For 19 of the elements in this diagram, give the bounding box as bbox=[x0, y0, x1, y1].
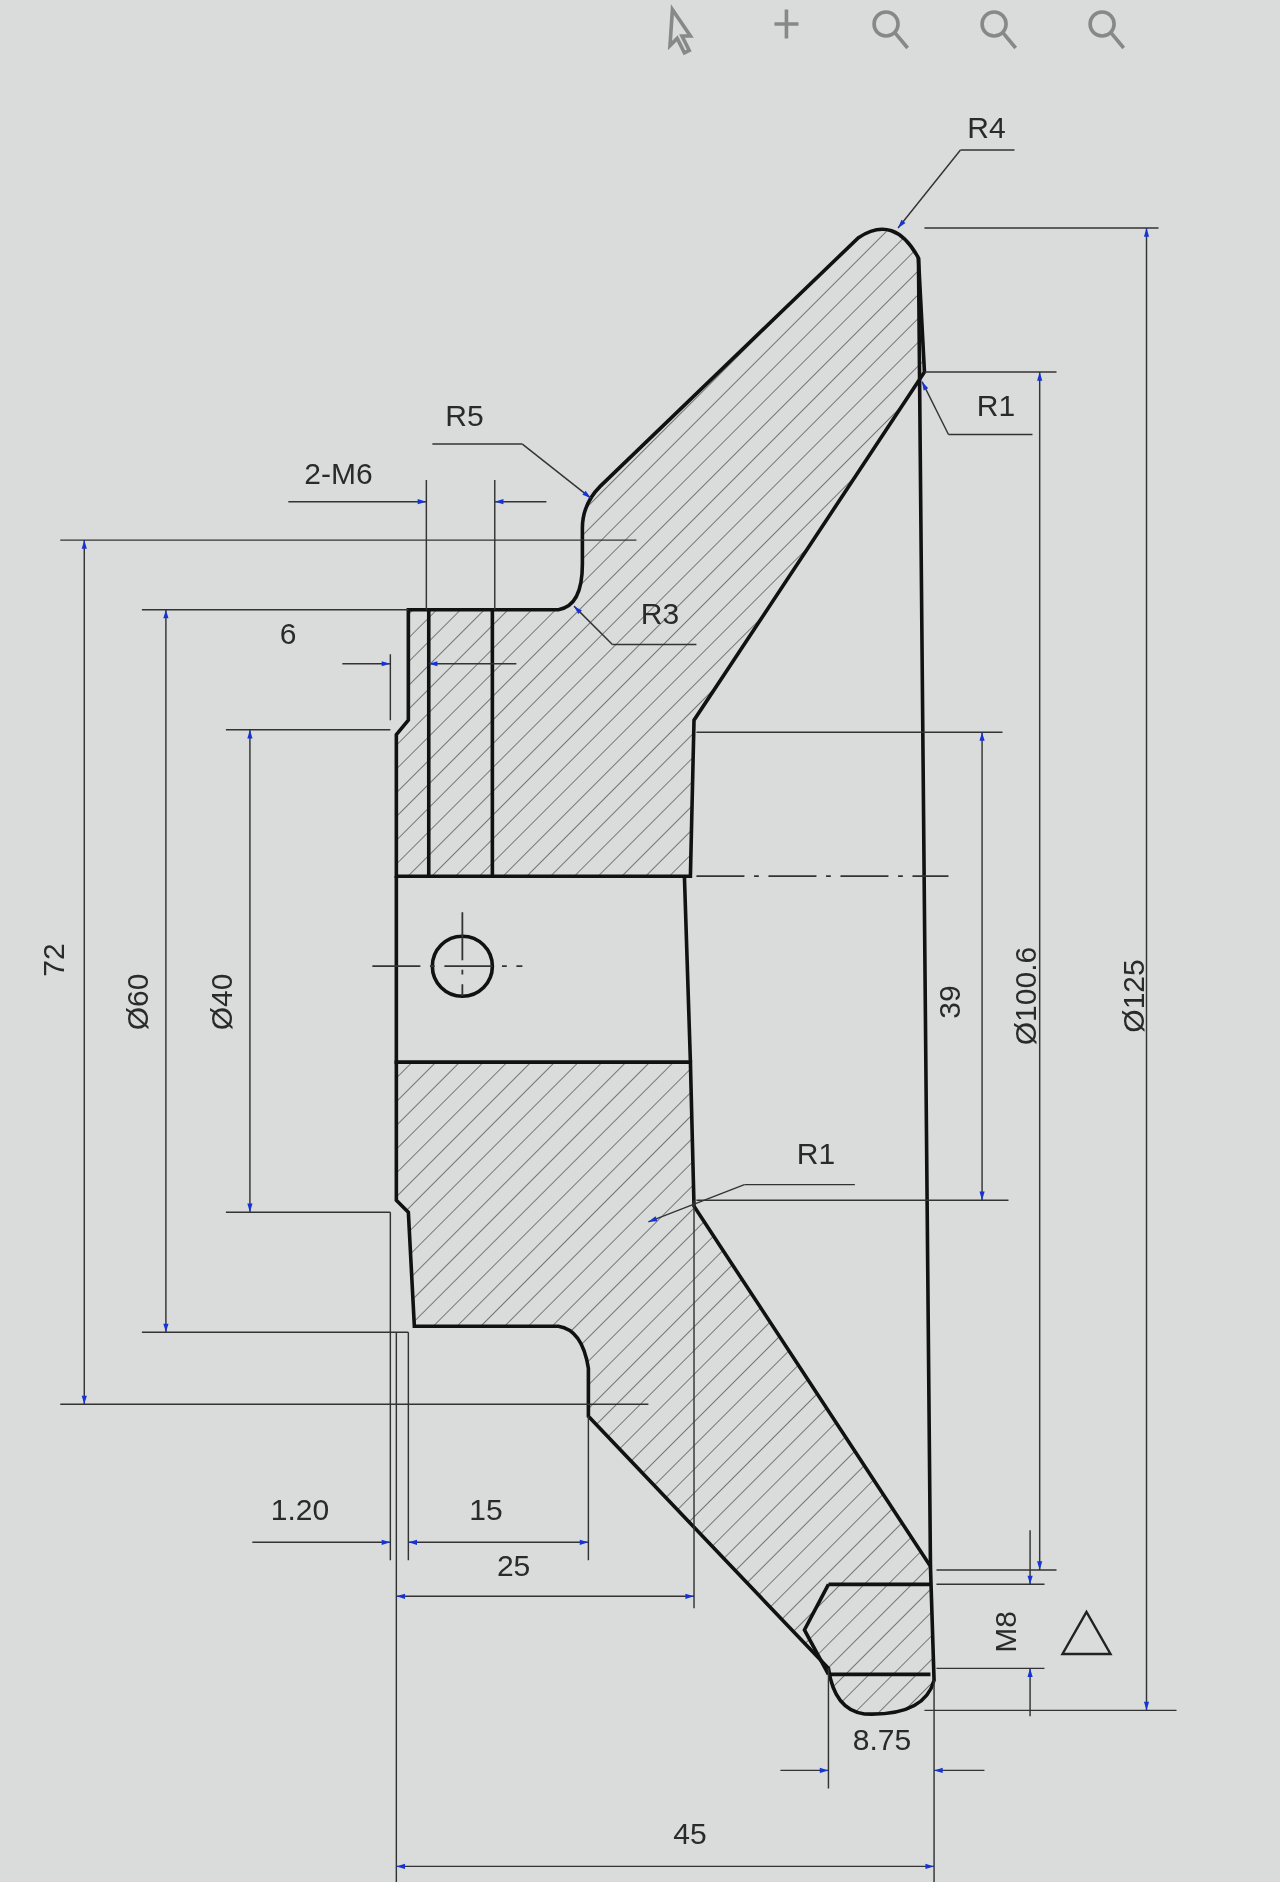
dimension-text: 39 bbox=[935, 985, 966, 1019]
dimension-text: R1 bbox=[976, 390, 1016, 421]
dimension-text: Ø60 bbox=[123, 973, 153, 1031]
dimension-text: R5 bbox=[445, 401, 484, 432]
dimension-text: 45 bbox=[673, 1818, 707, 1849]
dimension-text: 1.20 bbox=[270, 1494, 330, 1525]
dimension-text: R4 bbox=[967, 113, 1006, 144]
dimension-text: 6 bbox=[279, 618, 297, 649]
dimension-text: 25 bbox=[496, 1551, 531, 1581]
dimension-text: R3 bbox=[640, 599, 680, 630]
dimension-text: 2-M6 bbox=[304, 459, 373, 489]
dimension-text: Ø125 bbox=[1119, 959, 1149, 1033]
dimension-text: 15 bbox=[469, 1494, 503, 1525]
dimension-text: M8 bbox=[990, 1611, 1021, 1653]
dimension-text: Ø40 bbox=[207, 973, 237, 1031]
dimension-text: 8.75 bbox=[852, 1725, 912, 1755]
dimension-text: R1 bbox=[796, 1139, 836, 1170]
dimension-text: Ø100.6 bbox=[1011, 946, 1041, 1046]
dimension-text: 72 bbox=[39, 943, 69, 977]
